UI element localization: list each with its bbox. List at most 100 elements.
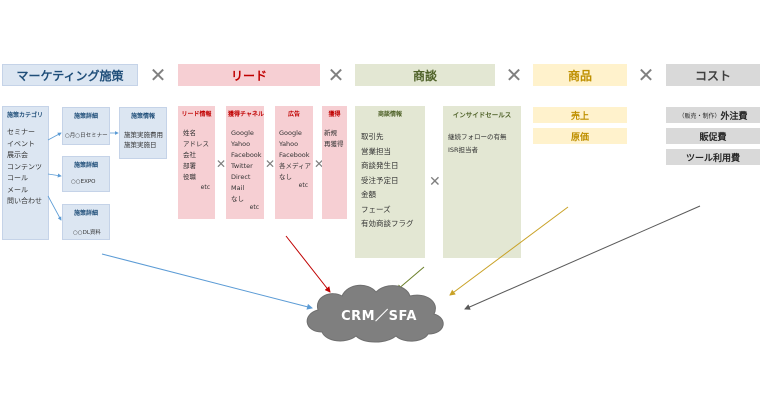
- lead-arrow: [285, 235, 331, 293]
- connector-arrow: [47, 195, 62, 221]
- list-item: 役職: [183, 173, 196, 181]
- list-item: Yahoo: [279, 140, 299, 148]
- marketing-arrow: [101, 253, 313, 310]
- lead-acquisition-box: 獲得 新規 再獲得: [322, 106, 347, 219]
- list-item: Mail: [231, 184, 245, 192]
- marketing-category-title: 施策カテゴリ: [7, 112, 44, 119]
- header-product-label: 商品: [567, 68, 592, 83]
- cost-tool-box: ツール利用費: [666, 149, 760, 165]
- marketing-detail-title: 施策詳細: [73, 162, 98, 169]
- cost-promotion-label: 販促費: [699, 132, 727, 143]
- list-item: 施策実施費用: [124, 131, 163, 139]
- multiply-icon: ✕: [327, 63, 345, 87]
- product-sales-label: 売上: [570, 111, 589, 122]
- list-item: アドレス: [183, 140, 209, 148]
- multiply-icon: ✕: [505, 63, 523, 87]
- product-cost-label: 原価: [570, 132, 589, 143]
- lead-acquisition-title: 獲得: [328, 111, 341, 118]
- header-lead: リード: [178, 64, 320, 86]
- list-item: メール: [7, 185, 28, 194]
- list-item: 有効商談フラグ: [361, 219, 414, 228]
- header-lead-label: リード: [230, 68, 267, 83]
- multiply-icon: ✕: [216, 157, 227, 171]
- list-item: 金額: [361, 190, 376, 199]
- deal-info-box: 商談情報 取引先 営業担当 商談発生日 受注予定日 金額 フェーズ 有効商談フラ…: [355, 106, 425, 258]
- lead-channel-title: 獲得チャネル: [228, 111, 264, 118]
- header-cost-label: コスト: [694, 68, 731, 83]
- marketing-detail-box: 施策詳細 ○月○日セミナー: [62, 107, 110, 145]
- marketing-detail-text: ○月○日セミナー: [65, 133, 108, 139]
- lead-info-title: リード情報: [181, 111, 212, 118]
- list-item: なし: [231, 195, 244, 203]
- connector-arrow: [47, 132, 62, 141]
- list-item: 営業担当: [361, 146, 391, 156]
- product-cost-box: 原価: [533, 128, 627, 144]
- header-deal-label: 商談: [412, 68, 437, 83]
- marketing-detail-text: ○○EXPO: [71, 179, 96, 185]
- insidesales-arrow: [449, 206, 569, 296]
- lead-channel-box: 獲得チャネル Google Yahoo Facebook Twitter Dir…: [226, 106, 264, 219]
- multiply-icon: ✕: [314, 157, 325, 171]
- header-product: 商品: [533, 64, 627, 86]
- list-item: 会社: [183, 151, 196, 159]
- list-item: なし: [279, 173, 292, 181]
- multiply-icon: ✕: [265, 157, 276, 171]
- list-item: 受注予定日: [361, 175, 399, 185]
- deal-arrow: [396, 266, 425, 291]
- multiply-icon: ✕: [637, 63, 655, 87]
- cost-tool-label: ツール利用費: [685, 153, 740, 164]
- deal-info-title: 商談情報: [377, 111, 402, 118]
- connector-arrow: [47, 173, 62, 178]
- list-item: 新規: [324, 129, 337, 137]
- marketing-detail-box: 施策詳細 ○○EXPO: [62, 156, 110, 192]
- list-item: 継続フォローの有無: [448, 133, 507, 141]
- cost-promotion-box: 販促費: [666, 128, 760, 144]
- header-marketing-label: マーケティング施策: [16, 68, 124, 83]
- cost-outsourcing-small: （販売・制作）: [678, 112, 721, 120]
- list-item: Google: [231, 129, 254, 137]
- etc-label: etc: [298, 182, 308, 189]
- header-deal: 商談: [355, 64, 495, 86]
- insidesales-title: インサイドセールス: [452, 111, 512, 119]
- list-item: Yahoo: [231, 140, 251, 148]
- list-item: 展示会: [7, 151, 28, 159]
- etc-label: etc: [200, 184, 210, 191]
- list-item: 問い合わせ: [7, 197, 42, 205]
- list-item: 部署: [183, 162, 196, 170]
- header-marketing: マーケティング施策: [2, 64, 138, 86]
- marketing-detail-title: 施策詳細: [73, 210, 98, 217]
- insidesales-box: インサイドセールス 継続フォローの有無 ISR担当者: [443, 106, 521, 258]
- marketing-detail-box: 施策詳細 ○○DL資料: [62, 204, 110, 240]
- marketing-detail-text: ○○DL資料: [73, 230, 101, 236]
- list-item: Direct: [231, 173, 251, 181]
- cloud-icon: [306, 284, 444, 343]
- list-item: Google: [279, 129, 302, 137]
- list-item: 取引先: [361, 132, 384, 141]
- marketing-category-list: セミナー イベント 展示会 コンテンツ コール メール 問い合わせ: [7, 127, 48, 208]
- multiply-icon: ✕: [429, 174, 441, 190]
- list-item: イベント: [7, 139, 35, 148]
- lead-ad-title: 広告: [287, 111, 300, 118]
- marketing-info-box: 施策情報 施策実施費用 施策実施日: [119, 107, 167, 159]
- list-item: 商談発生日: [361, 161, 399, 170]
- list-item: Twitter: [231, 162, 253, 170]
- list-item: コール: [7, 174, 28, 182]
- list-item: フェーズ: [361, 204, 391, 214]
- multiply-icon: ✕: [149, 63, 167, 87]
- list-item: ISR担当者: [448, 146, 479, 154]
- lead-ad-box: 広告 Google Yahoo Facebook 各メディア なし etc: [275, 106, 313, 219]
- etc-label: etc: [249, 204, 259, 211]
- cost-outsourcing-label: 外注費: [720, 111, 748, 122]
- list-item: 再獲得: [324, 140, 344, 148]
- cost-outsourcing-box: （販売・制作） 外注費: [666, 107, 760, 123]
- list-item: 施策実施日: [124, 141, 157, 149]
- product-sales-box: 売上: [533, 107, 627, 123]
- header-cost: コスト: [666, 64, 760, 86]
- list-item: コンテンツ: [7, 162, 42, 171]
- list-item: Facebook: [279, 151, 310, 159]
- lead-info-box: リード情報 姓名 アドレス 会社 部署 役職 etc: [178, 106, 215, 219]
- list-item: 各メディア: [279, 162, 312, 170]
- cost-arrow: [464, 205, 701, 310]
- list-item: Facebook: [231, 151, 262, 159]
